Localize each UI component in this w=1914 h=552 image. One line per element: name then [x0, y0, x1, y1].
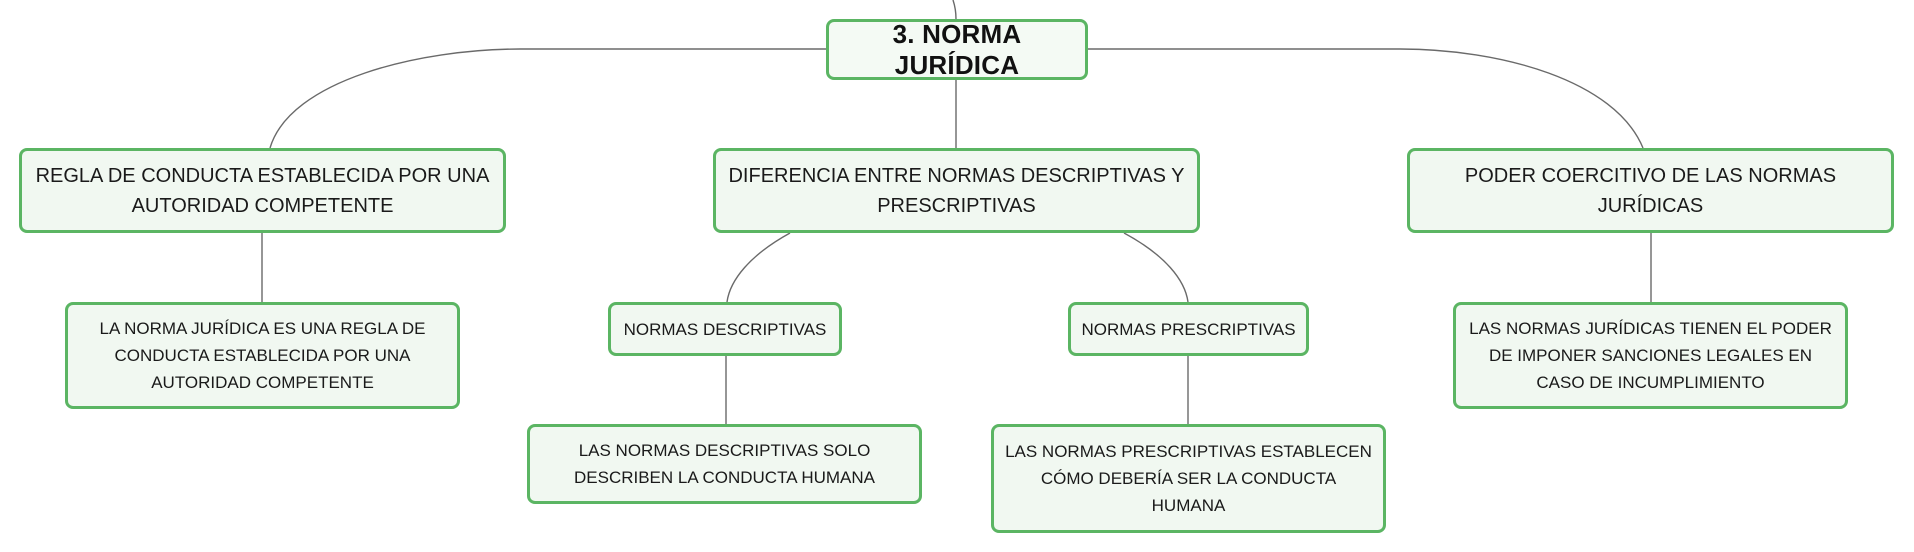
subtopic-regla-detalle[interactable]: LA NORMA JURÍDICA ES UNA REGLA DE CONDUC…: [65, 302, 460, 409]
subtopic-normas-descriptivas-label: NORMAS DESCRIPTIVAS: [623, 319, 827, 339]
connector-diferencia-to-prescriptivas: [1123, 232, 1189, 303]
connector-root-to-poder: [1088, 48, 1644, 149]
topic-regla-de-conducta[interactable]: REGLA DE CONDUCTA ESTABLECIDA POR UNA AU…: [19, 148, 506, 233]
connector-parent-edge: [952, 0, 957, 20]
topic-diferencia-normas-label: DIFERENCIA ENTRE NORMAS DESCRIPTIVAS Y P…: [728, 164, 1185, 217]
detail-prescriptivas-label: LAS NORMAS PRESCRIPTIVAS ESTABLECEN CÓMO…: [1005, 442, 1372, 515]
connector-diferencia-to-descriptivas: [726, 232, 791, 303]
topic-regla-de-conducta-label: REGLA DE CONDUCTA ESTABLECIDA POR UNA AU…: [35, 164, 490, 217]
detail-descriptivas-label: LAS NORMAS DESCRIPTIVAS SOLO DESCRIBEN L…: [573, 441, 875, 487]
subtopic-normas-prescriptivas-label: NORMAS PRESCRIPTIVAS: [1081, 319, 1296, 339]
root-node-label: 3. NORMA JURÍDICA: [892, 18, 1022, 80]
subtopic-regla-detalle-label: LA NORMA JURÍDICA ES UNA REGLA DE CONDUC…: [99, 319, 426, 392]
topic-diferencia-normas[interactable]: DIFERENCIA ENTRE NORMAS DESCRIPTIVAS Y P…: [713, 148, 1200, 233]
subtopic-poder-detalle-label: LAS NORMAS JURÍDICAS TIENEN EL PODER DE …: [1469, 319, 1832, 392]
root-node[interactable]: 3. NORMA JURÍDICA: [826, 19, 1088, 80]
subtopic-normas-descriptivas[interactable]: NORMAS DESCRIPTIVAS: [608, 302, 842, 356]
topic-poder-coercitivo-label: PODER COERCITIVO DE LAS NORMAS JURÍDICAS: [1464, 164, 1837, 217]
detail-prescriptivas[interactable]: LAS NORMAS PRESCRIPTIVAS ESTABLECEN CÓMO…: [991, 424, 1386, 533]
topic-poder-coercitivo[interactable]: PODER COERCITIVO DE LAS NORMAS JURÍDICAS: [1407, 148, 1894, 233]
subtopic-poder-detalle[interactable]: LAS NORMAS JURÍDICAS TIENEN EL PODER DE …: [1453, 302, 1848, 409]
connector-root-to-regla: [269, 48, 826, 149]
detail-descriptivas[interactable]: LAS NORMAS DESCRIPTIVAS SOLO DESCRIBEN L…: [527, 424, 922, 504]
subtopic-normas-prescriptivas[interactable]: NORMAS PRESCRIPTIVAS: [1068, 302, 1309, 356]
